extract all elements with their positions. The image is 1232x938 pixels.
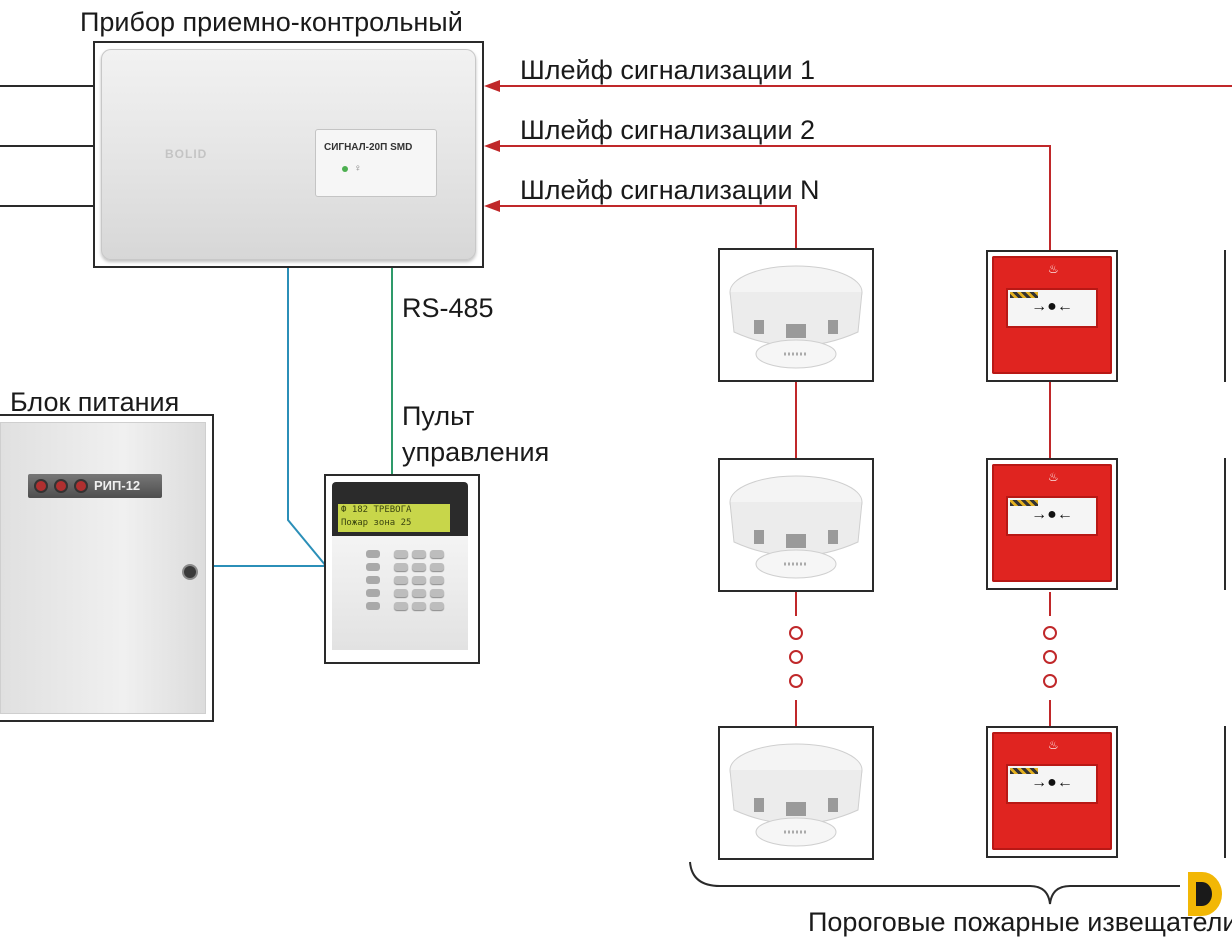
led-icon — [342, 166, 348, 172]
keypad-number-keys — [394, 550, 444, 610]
loop-1-arrow-icon — [484, 80, 500, 92]
keypad-display: Ф 182 ТРЕВОГА Пожар зона 25 — [338, 504, 450, 532]
ellipsis-rings-icon — [1043, 650, 1057, 664]
psu-model: РИП-12 — [94, 478, 141, 493]
keypad-key — [394, 550, 408, 558]
press-arrows-icon: →●← — [1031, 506, 1073, 523]
press-arrows-icon: →●← — [1031, 774, 1073, 791]
loop-1-label: Шлейф сигнализации 1 — [520, 55, 816, 85]
power-supply-title: Блок питания — [10, 387, 180, 417]
detector-column-3-edge — [1224, 458, 1232, 590]
smoke-detector-3 — [718, 726, 874, 860]
hazard-stripe — [1010, 292, 1038, 298]
loop-2-wire — [496, 145, 1051, 252]
manual-call-point-icon: ♨ →●← — [992, 256, 1112, 374]
keypad-key — [366, 576, 380, 584]
loop-2-label: Шлейф сигнализации 2 — [520, 115, 816, 145]
keypad-label-line1: Пульт — [402, 401, 475, 431]
keypad-key — [430, 563, 444, 571]
loop-2-arrow-icon — [484, 140, 500, 152]
keypad-key — [412, 563, 426, 571]
power-wire-panel — [287, 268, 327, 567]
detector-column-3-edge — [1224, 250, 1232, 382]
led-icon — [76, 481, 86, 491]
keypad-key — [366, 602, 380, 610]
led-icon — [56, 481, 66, 491]
logo-icon — [1188, 872, 1222, 916]
loop-n-label: Шлейф сигнализации N — [520, 175, 820, 205]
control-panel-box: BOLID СИГНАЛ-20П SMD ♀ — [93, 41, 484, 268]
ellipsis-rings-icon — [789, 674, 803, 688]
keypad-key — [366, 563, 380, 571]
flame-icon: ♨ — [1048, 470, 1059, 484]
loop-n-wire — [496, 205, 797, 250]
mcp-window: →●← — [1006, 496, 1098, 536]
ellipsis-rings-icon — [789, 650, 803, 664]
press-arrows-icon: →●← — [1031, 298, 1073, 315]
keypad-top: Ф 182 ТРЕВОГА Пожар зона 25 — [332, 482, 468, 536]
keypad-key — [412, 589, 426, 597]
bottom-caption: Пороговые пожарные извещатели — [808, 907, 1232, 937]
smoke-detector-icon — [729, 265, 863, 369]
hazard-stripe — [1010, 768, 1038, 774]
mcp-window: →●← — [1006, 288, 1098, 328]
manual-call-point-icon: ♨ →●← — [992, 464, 1112, 582]
keypad-key — [430, 550, 444, 558]
manual-call-point-icon: ♨ →●← — [992, 732, 1112, 850]
smoke-detector-1 — [718, 248, 874, 382]
ellipsis-rings-icon — [1043, 674, 1057, 688]
panel-indicator-window: СИГНАЛ-20П SMD ♀ — [315, 129, 437, 197]
flame-icon: ♨ — [1048, 738, 1059, 752]
keypad-key — [430, 602, 444, 610]
keypad-label-line2: управления — [402, 437, 550, 467]
flame-icon: ♨ — [1048, 262, 1059, 276]
control-panel-title: Прибор приемно-контрольный — [80, 7, 463, 37]
keypad-display-line2: Пожар зона 25 — [341, 518, 412, 528]
manual-call-point-1: ♨ →●← — [986, 250, 1118, 382]
keypad-key — [394, 589, 408, 597]
keypad-key — [430, 589, 444, 597]
keypad-key — [394, 602, 408, 610]
lightbulb-icon: ♀ — [354, 163, 362, 174]
panel-model: СИГНАЛ-20П SMD — [324, 142, 413, 153]
keypad-key — [394, 563, 408, 571]
detectors-brace — [689, 861, 1180, 905]
keypad-display-line1: Ф 182 ТРЕВОГА — [341, 505, 412, 515]
keypad-body — [332, 536, 468, 650]
smoke-detector-icon — [729, 743, 863, 847]
lock-icon — [184, 566, 196, 578]
smoke-detector-2 — [718, 458, 874, 592]
keypad-key — [412, 550, 426, 558]
keypad-key — [412, 576, 426, 584]
rs485-label: RS-485 — [402, 293, 494, 323]
smoke-detector-icon — [729, 475, 863, 579]
mcp-window: →●← — [1006, 764, 1098, 804]
keypad-box: Ф 182 ТРЕВОГА Пожар зона 25 — [324, 474, 480, 664]
loop-n-arrow-icon — [484, 200, 500, 212]
keypad-key — [430, 576, 444, 584]
power-supply-box: РИП-12 — [0, 414, 214, 722]
keypad-function-keys — [366, 550, 380, 610]
control-panel-device: BOLID СИГНАЛ-20П SMD ♀ — [101, 49, 476, 260]
psu-nameplate: РИП-12 — [28, 474, 162, 498]
ellipsis-rings-icon — [789, 626, 803, 640]
led-icon — [36, 481, 46, 491]
keypad-key — [394, 576, 408, 584]
keypad-key — [366, 589, 380, 597]
detector-column-3-edge — [1224, 726, 1232, 858]
keypad-key — [412, 602, 426, 610]
panel-brand: BOLID — [165, 147, 208, 161]
hazard-stripe — [1010, 500, 1038, 506]
manual-call-point-2: ♨ →●← — [986, 458, 1118, 590]
manual-call-point-3: ♨ →●← — [986, 726, 1118, 858]
ellipsis-rings-icon — [1043, 626, 1057, 640]
power-supply-device: РИП-12 — [0, 422, 206, 714]
keypad-key — [366, 550, 380, 558]
